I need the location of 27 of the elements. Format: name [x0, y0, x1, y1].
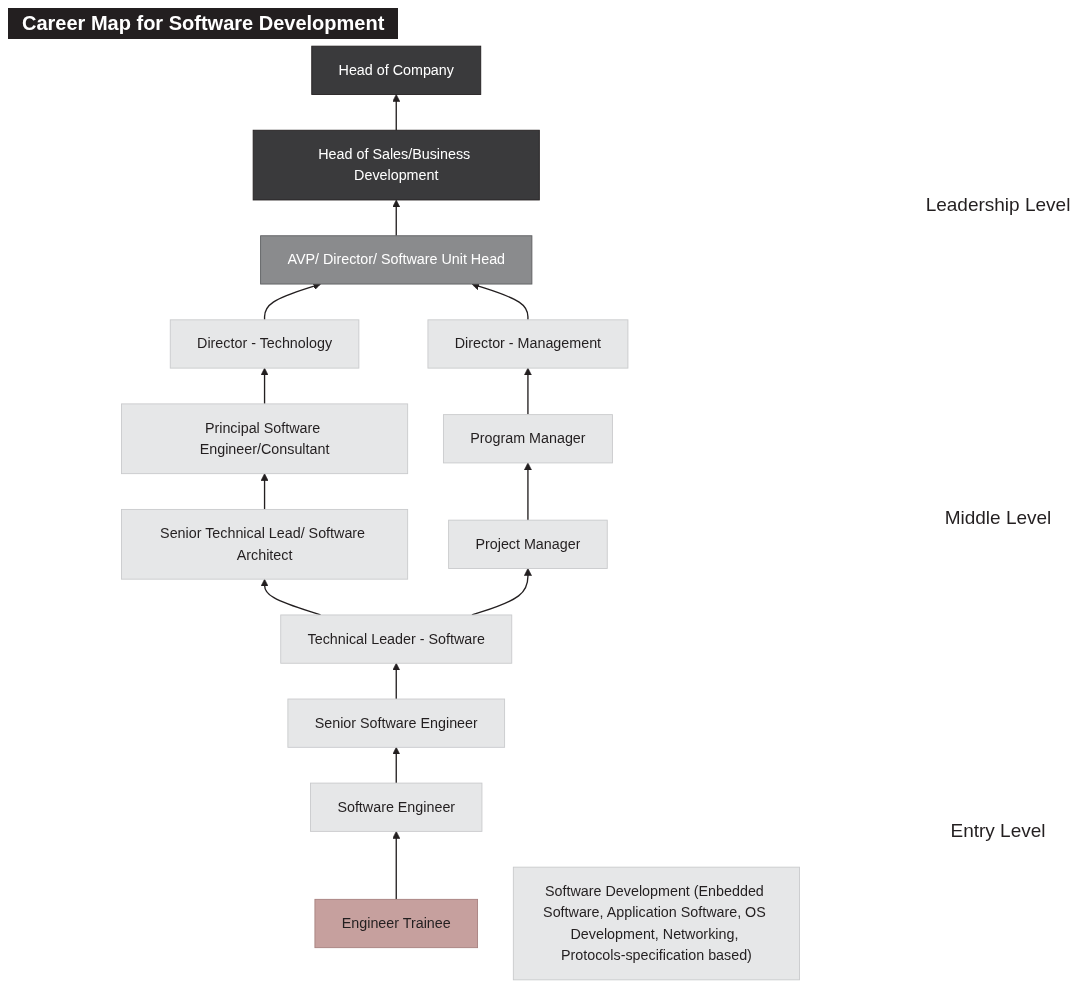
node-box: Director - Technology [169, 319, 360, 369]
node-box: Senior Technical Lead/ Software Architect [121, 508, 409, 580]
arrow [392, 746, 401, 784]
node-box: Senior Software Engineer [287, 698, 506, 748]
arrow [524, 367, 532, 416]
node-box: Head of Company [311, 45, 482, 95]
arrow [392, 831, 401, 900]
node-box: Head of Sales/Business Development [252, 129, 540, 201]
node-box: Program Manager [443, 414, 613, 464]
level-label: Entry Level [949, 819, 1047, 842]
title-banner: Career Map for Software Development [8, 8, 399, 39]
node-box: Project Manager [448, 519, 608, 569]
node-box: Engineer Trainee [314, 898, 478, 949]
arrow [392, 662, 401, 700]
arrow [524, 462, 532, 521]
node-box: Technical Leader - Software [280, 614, 513, 664]
arrow [260, 367, 269, 405]
node-box: Software Engineer [310, 782, 483, 832]
node-box: AVP/ Director/ Software Unit Head [260, 235, 533, 285]
arrow [392, 199, 401, 237]
level-label: Middle Level [943, 506, 1053, 529]
arrow [392, 94, 401, 131]
node-box: Principal Software Engineer/Consultant [121, 403, 409, 475]
node-box: Software Development (Enbedded Software, Application Software, OS Development, Networking, Protocols-specification based) [512, 866, 800, 981]
arrow [260, 473, 269, 511]
level-label: Leadership Level [924, 193, 1072, 216]
node-box: Director - Management [427, 319, 629, 369]
